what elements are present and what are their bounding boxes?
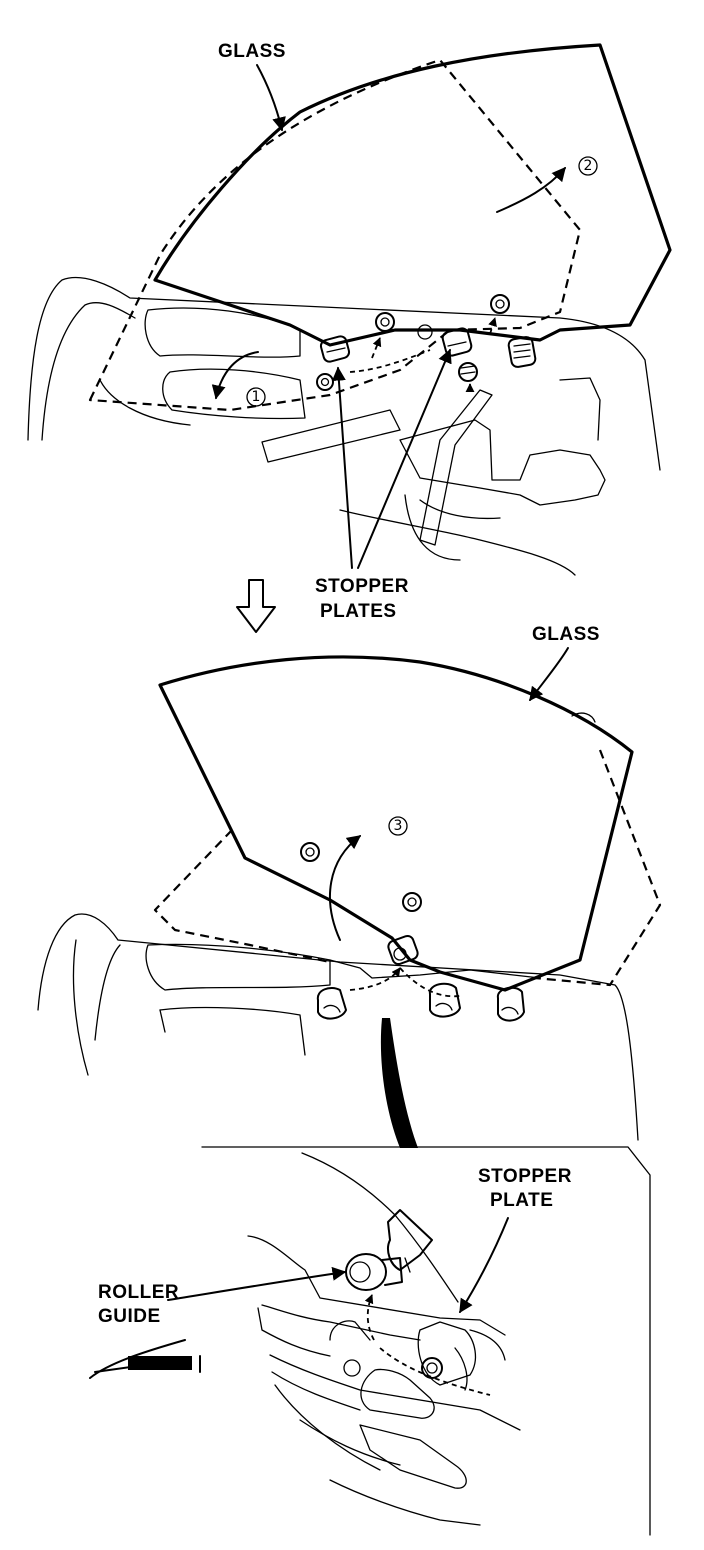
top-view: 1 2 GLASS STOPPER PLATES [27,41,672,622]
step-1-circle [246,387,266,407]
detail-view: STOPPER PLATE ROLLER GUIDE [89,1146,651,1536]
stopper-plate-m4 [496,986,525,1022]
stopper-plates-label-line2: PLATES [320,601,397,622]
glass-outline-original-middle [153,749,662,987]
stopper-plate-detail [387,1209,433,1273]
motion-arrow-1 [211,351,259,400]
bolt-hole-m2 [402,892,422,912]
bolt-hole-1 [375,312,395,332]
stopper-plate-m2 [316,987,347,1020]
step-1-number: 1 [252,389,261,405]
bolt-hole-m1 [300,842,320,862]
stopper-plates-label-line1: STOPPER [315,576,409,597]
step-3-circle [388,816,408,836]
stopper-plate-3 [507,336,537,368]
step-3-number: 3 [394,818,403,834]
stopper-plate-m3 [428,982,461,1018]
hollow-down-arrow-icon [236,579,276,633]
stopper-plate-2 [441,327,473,357]
stopper-plate-label-line2: PLATE [490,1190,553,1211]
motion-arrow-3 [329,835,362,941]
stopper-plate-label-line1: STOPPER [478,1166,572,1187]
bolt-hole-4 [316,373,334,391]
stopper-leader-2 [357,348,452,569]
detail-connector [380,1018,418,1148]
glass-label-top: GLASS [218,41,286,62]
door-panel-top [27,276,661,576]
motion-arrow-2 [496,166,566,213]
roller-guide-detail [345,1253,403,1291]
stopper-leader-1 [331,366,353,569]
detail-mechanism [247,1152,521,1526]
stopper-plate-1 [319,335,351,363]
glass-outline-original-top [88,58,582,412]
roller-guide-leader [167,1266,347,1301]
roller-guide-label-line2: GUIDE [98,1306,161,1327]
stopper-plate-m1 [387,934,419,966]
detail-frame [201,1146,651,1536]
glass-outline-middle [158,655,634,992]
step-2-circle [578,156,598,176]
middle-view: 3 GLASS [37,624,662,1148]
roller-guide-top [458,362,478,382]
stopper-plate-leader [459,1217,509,1314]
step-2-number: 2 [584,158,593,174]
bolt-hole-3 [490,294,510,314]
screwdriver-icon [89,1339,201,1379]
glass-outline-top [153,43,672,347]
glass-leader-top [256,64,286,132]
glass-label-middle: GLASS [532,624,600,645]
glass-leader-middle [529,647,569,702]
bolt-hole-2 [417,324,433,340]
roller-guide-label-line1: ROLLER [98,1282,179,1303]
door-panel-middle [37,913,639,1141]
